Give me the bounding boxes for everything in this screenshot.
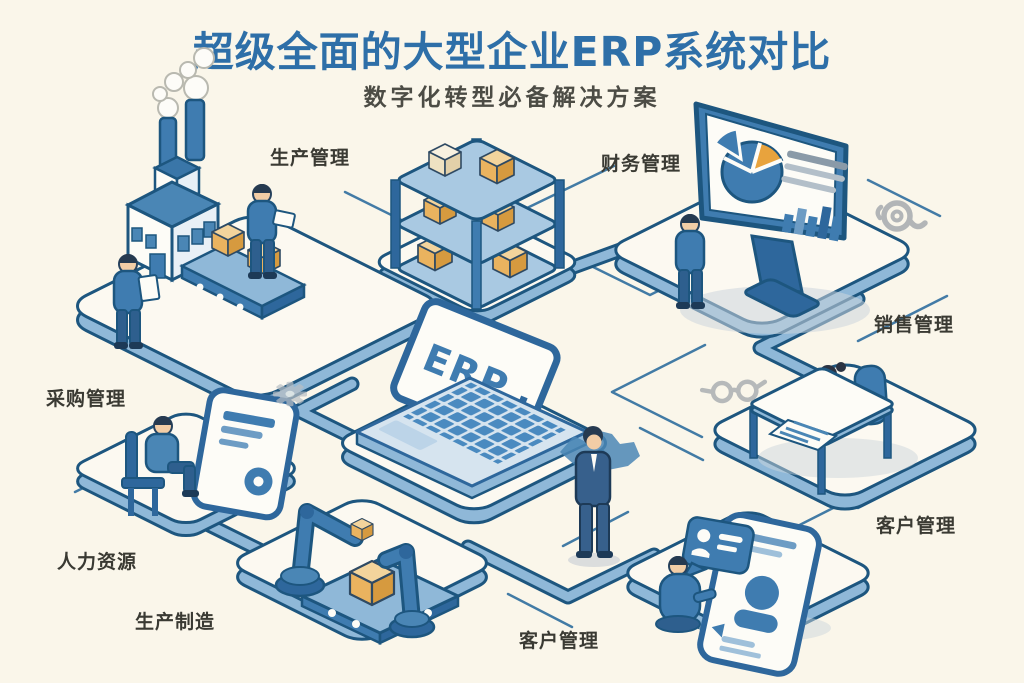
chat-bubble-icon bbox=[680, 516, 755, 581]
box-icon bbox=[211, 223, 245, 257]
label-customer-management-bottom: 客户管理 bbox=[519, 630, 600, 652]
label-human-resources: 人力资源 bbox=[57, 551, 138, 573]
text-lines-icon bbox=[781, 150, 848, 194]
label-production-management: 生产管理 bbox=[270, 147, 351, 169]
page-title: 超级全面的大型企业ERP系统对比 bbox=[192, 28, 832, 76]
conveyor-icon bbox=[179, 243, 307, 321]
laptop-icon: ERP bbox=[355, 298, 589, 500]
monitor-stand bbox=[750, 234, 804, 294]
clipboard-icon bbox=[137, 274, 161, 302]
smartphone-icon bbox=[655, 511, 831, 677]
box-icon bbox=[428, 143, 462, 177]
shelf-icon bbox=[390, 138, 565, 310]
page-subtitle: 数字化转型必备解决方案 bbox=[363, 85, 661, 111]
bar-chart-icon bbox=[781, 206, 843, 242]
label-finance-management: 财务管理 bbox=[601, 153, 682, 175]
glasses-icon bbox=[699, 379, 768, 404]
pie-chart-icon bbox=[712, 127, 784, 204]
label-customer-management-right: 客户管理 bbox=[876, 515, 957, 537]
label-sales-management: 销售管理 bbox=[874, 314, 955, 336]
scribble-at-icon bbox=[875, 200, 928, 232]
box-icon bbox=[479, 148, 515, 185]
monitor-icon bbox=[674, 101, 870, 334]
box-icon bbox=[350, 517, 374, 542]
manager-figure bbox=[560, 426, 640, 567]
clipboard-icon bbox=[272, 209, 296, 229]
label-manufacturing: 生产制造 bbox=[135, 611, 216, 633]
desk-icon bbox=[749, 362, 918, 495]
document-icon bbox=[121, 387, 300, 521]
gear-icon bbox=[273, 381, 307, 407]
seated-customer-figure bbox=[655, 556, 717, 633]
avatar-icon bbox=[744, 575, 779, 610]
factory-icon bbox=[112, 47, 307, 351]
robot-arm-icon bbox=[274, 503, 462, 645]
label-procurement-management: 采购管理 bbox=[46, 388, 127, 410]
